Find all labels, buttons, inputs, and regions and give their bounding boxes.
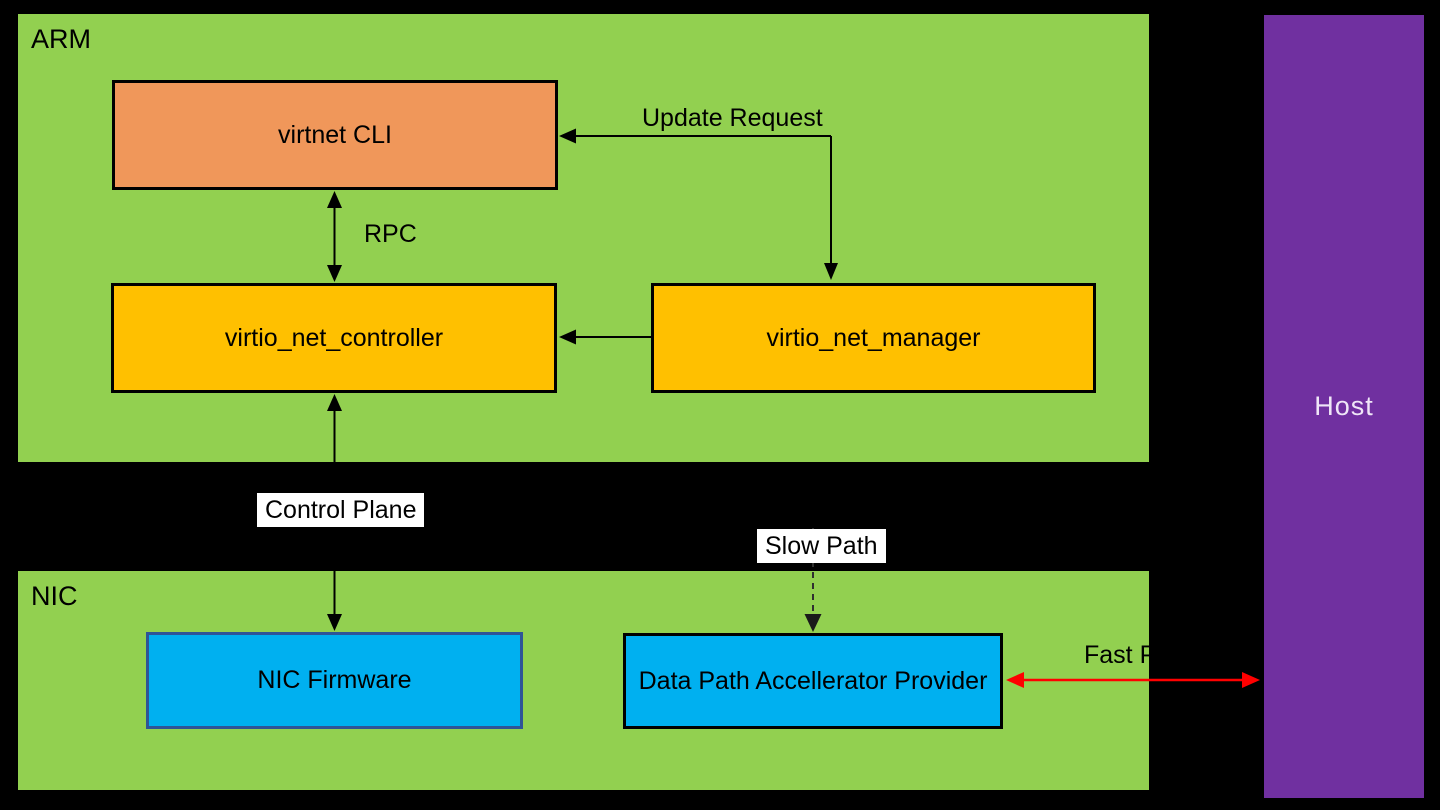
node-data-path-accellerator-provider: Data Path Accellerator Provider: [623, 633, 1003, 729]
node-virtio-net-controller-label: virtio_net_controller: [224, 323, 444, 352]
region-host: Host: [1264, 15, 1424, 798]
node-virtio-net-controller: virtio_net_controller: [111, 283, 557, 393]
node-virtnet-cli-label: virtnet CLI: [278, 120, 392, 149]
node-data-path-accellerator-provider-label: Data Path Accellerator Provider: [638, 666, 988, 695]
node-virtio-net-manager-label: virtio_net_manager: [766, 323, 981, 352]
node-nic-firmware: NIC Firmware: [146, 632, 523, 729]
fast-path-label: Fast Path: [1084, 641, 1191, 669]
node-nic-firmware-label: NIC Firmware: [257, 666, 412, 694]
node-virtnet-cli: virtnet CLI: [112, 80, 558, 190]
slow-path-label: Slow Path: [757, 529, 886, 563]
region-host-label: Host: [1314, 391, 1374, 421]
rpc-label: RPC: [364, 220, 417, 248]
node-virtio-net-manager: virtio_net_manager: [651, 283, 1096, 393]
control-plane-label: Control Plane: [257, 493, 425, 527]
region-arm-label: ARM: [31, 24, 91, 54]
update-request-label: Update Request: [642, 104, 823, 132]
region-nic-label: NIC: [31, 581, 78, 611]
